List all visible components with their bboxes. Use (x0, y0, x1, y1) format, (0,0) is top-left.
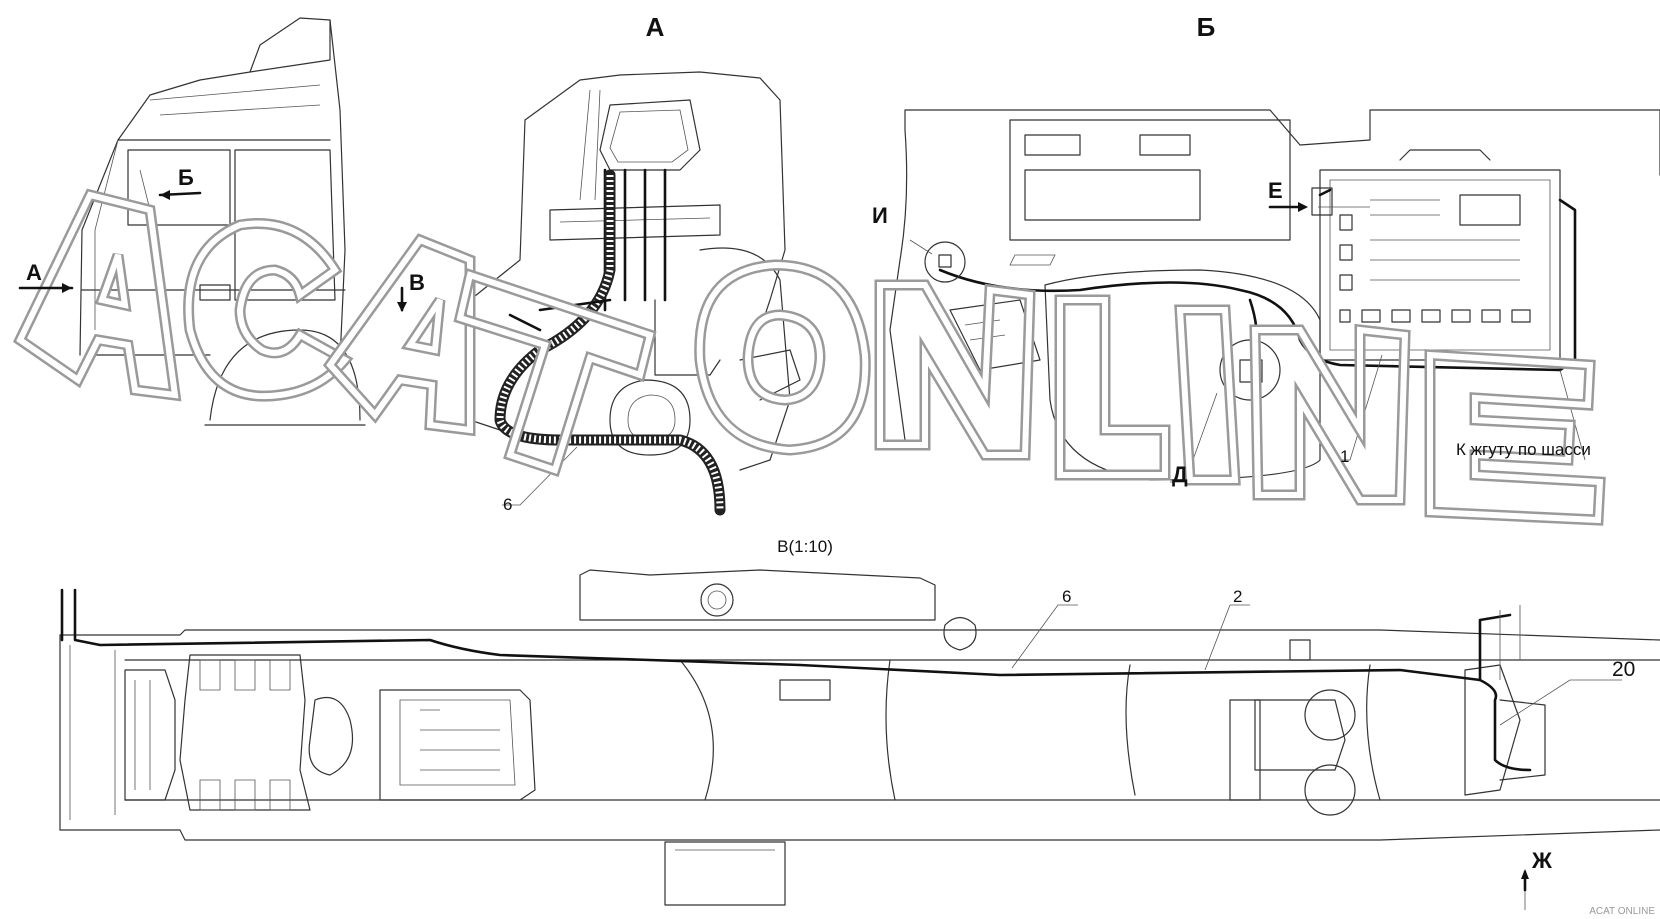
callout-harness-6-top: 6 (503, 495, 512, 514)
view-a-title: А (646, 12, 665, 42)
cab-marker-a: А (26, 260, 42, 285)
panel-marker-e: Е (1268, 178, 1283, 203)
view-v-title: В(1:10) (777, 537, 833, 556)
watermark-text: ACAT ONLINE (1589, 906, 1655, 917)
view-v-drawing (59, 569, 1660, 906)
callout-item-2: 2 (1233, 587, 1242, 606)
cab-side-view (79, 17, 366, 426)
cab-marker-v: В (409, 270, 425, 295)
cab-marker-b: Б (178, 165, 194, 190)
callout-harness-6-chassis: 6 (1062, 587, 1071, 606)
watermark-graphic (12, 188, 1606, 526)
callout-item-20: 20 (1612, 658, 1635, 681)
panel-marker-zh: Ж (1531, 848, 1552, 873)
callout-chassis-harness: К жгуту по шасси (1456, 440, 1591, 459)
callout-item-1: 1 (1340, 447, 1349, 466)
panel-marker-d: Д (1172, 462, 1188, 487)
view-b-drawing (889, 109, 1660, 481)
view-b-title: Б (1197, 12, 1216, 42)
panel-marker-i: И (872, 203, 888, 228)
view-arrows (18, 190, 1529, 892)
